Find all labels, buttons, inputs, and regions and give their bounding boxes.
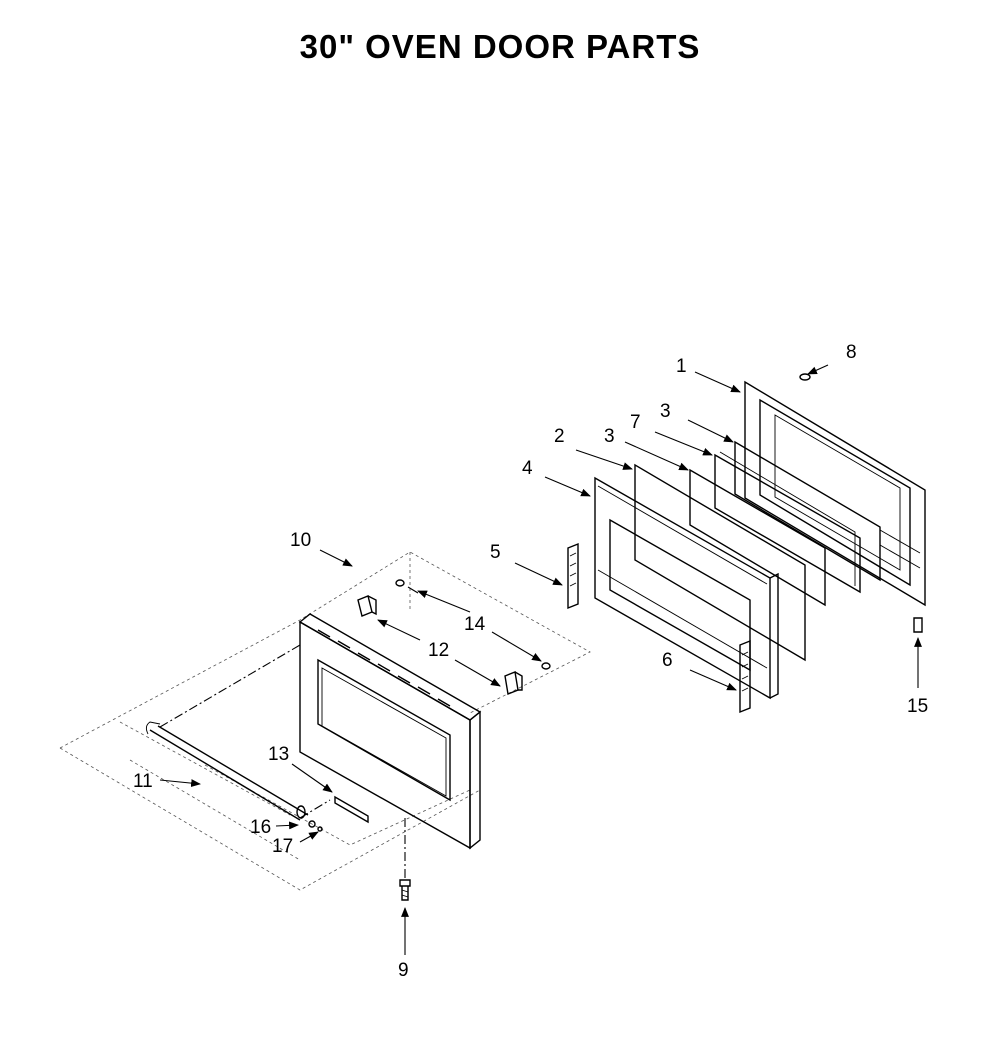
callout-labels: 1 2 3 3 4 5 6 7 8 9 10 11 12 13 14 15 16…: [133, 342, 928, 981]
hinge-bracket-right: [504, 671, 523, 695]
washer-17: [317, 826, 323, 832]
callout-1: 1: [676, 356, 687, 377]
door-hinge-left: [567, 542, 579, 610]
leader-lines: [159, 364, 922, 955]
diagram-title: 30" OVEN DOOR PARTS: [299, 28, 701, 65]
inner-door-liner: [744, 380, 926, 607]
callout-3a: 3: [660, 401, 671, 422]
callout-8: 8: [846, 342, 857, 363]
assembly-lines: [159, 644, 406, 878]
bottom-screw: [399, 879, 411, 901]
callout-13: 13: [268, 744, 289, 765]
door-vent-slots: [317, 629, 451, 707]
callout-5: 5: [490, 542, 501, 563]
callout-17: 17: [272, 836, 293, 857]
callout-16: 16: [250, 817, 271, 838]
washer-16: [308, 820, 316, 828]
assembly-outline: [59, 551, 591, 891]
glass-panel-3b: [734, 440, 881, 582]
callout-11: 11: [133, 771, 153, 792]
callout-10: 10: [290, 530, 311, 551]
hinge-bracket-left: [357, 595, 377, 617]
outer-door-panel: [298, 613, 482, 850]
callout-15: 15: [907, 696, 928, 717]
callout-2: 2: [554, 426, 565, 447]
handle-bracket: [334, 795, 369, 824]
screw-14b: [541, 662, 551, 670]
door-handle: [145, 721, 309, 821]
glass-panel-2: [634, 463, 806, 662]
callout-3b: 3: [604, 426, 615, 447]
glass-pack-frame-7: [714, 451, 861, 594]
glass-panel-3a: [689, 468, 826, 607]
screw-14a: [395, 579, 405, 587]
callout-7: 7: [630, 412, 641, 433]
screw-8: [799, 373, 811, 381]
callout-12: 12: [428, 640, 449, 661]
callout-6: 6: [662, 650, 673, 671]
callout-9: 9: [398, 960, 409, 981]
callout-14: 14: [464, 614, 486, 635]
screw-15: [913, 617, 923, 633]
callout-4: 4: [522, 458, 533, 479]
door-hinge-right: [739, 639, 751, 714]
